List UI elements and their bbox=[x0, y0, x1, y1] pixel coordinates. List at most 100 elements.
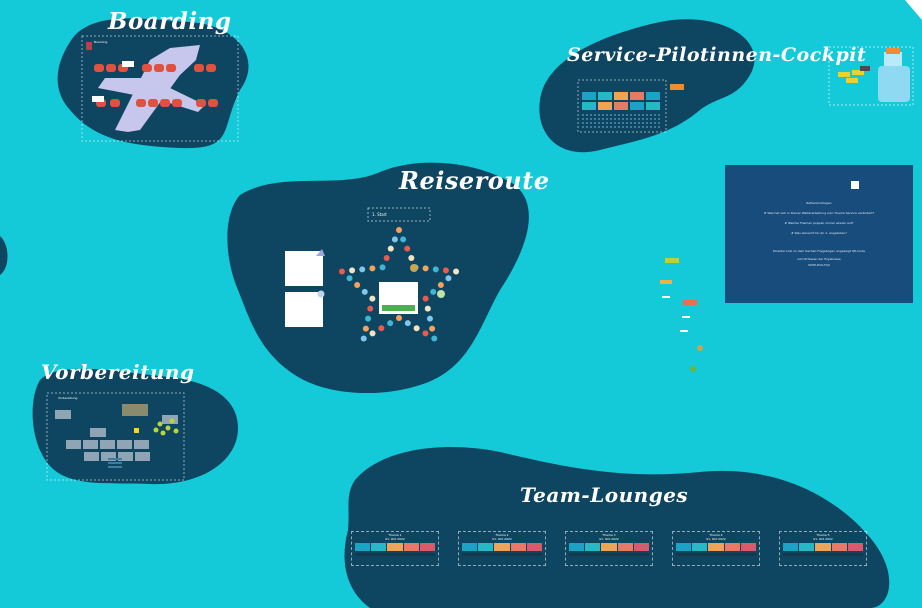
scatter-dot-2 bbox=[690, 366, 696, 372]
seat-icon bbox=[172, 99, 182, 107]
title-team-lounges: Team-Lounges bbox=[520, 483, 689, 507]
cockpit-dot bbox=[642, 122, 644, 124]
cockpit-dot bbox=[594, 118, 596, 120]
cockpit-dot bbox=[642, 126, 644, 128]
route-dot bbox=[437, 282, 444, 289]
route-dot bbox=[424, 305, 431, 312]
cockpit-dot bbox=[630, 118, 632, 120]
reflection-question-1: # Was hat sich in Deiner Weiterarbeitung… bbox=[763, 211, 875, 215]
boarding-label-box bbox=[122, 61, 134, 67]
route-dot bbox=[453, 268, 460, 275]
route-dot bbox=[354, 282, 361, 289]
leaf-icon bbox=[157, 421, 163, 427]
route-dot bbox=[422, 330, 429, 337]
cockpit-dot bbox=[650, 118, 652, 120]
seat-icon bbox=[196, 99, 206, 107]
reflection-question-3: # Was wünscht Du dir 1. angeboten? bbox=[791, 231, 847, 235]
cockpit-cell bbox=[614, 102, 628, 110]
cockpit-dot bbox=[590, 122, 592, 124]
seat-rows bbox=[94, 64, 218, 107]
route-badge bbox=[437, 290, 445, 298]
leaf-icon bbox=[160, 430, 166, 436]
island-left-edge bbox=[0, 236, 8, 275]
reflection-results-text: zum Erfassen der Ergebnisse bbox=[797, 257, 841, 261]
route-dot bbox=[349, 267, 356, 274]
seat-icon bbox=[194, 64, 204, 72]
bottle-sticker-1 bbox=[838, 72, 850, 77]
cockpit-dot bbox=[590, 118, 592, 120]
scatter-sticker-6 bbox=[682, 316, 690, 318]
reflection-panel[interactable]: Reflexionsfragen # Was hat sich in Deine… bbox=[725, 165, 913, 303]
scatter-sticker-5 bbox=[680, 330, 688, 332]
sticky-note-2 bbox=[285, 292, 323, 327]
cockpit-dot bbox=[634, 126, 636, 128]
cockpit-cell bbox=[598, 92, 612, 100]
route-dot bbox=[413, 325, 420, 332]
cockpit-dot bbox=[622, 122, 624, 124]
bottle-frame bbox=[828, 46, 914, 106]
prep-cell bbox=[101, 452, 116, 461]
cockpit-dot bbox=[582, 122, 584, 124]
prep-cell bbox=[135, 452, 150, 461]
prep-line bbox=[108, 462, 122, 464]
route-dot bbox=[426, 315, 433, 322]
bottle-sticker-2 bbox=[852, 70, 864, 75]
cockpit-dot bbox=[646, 114, 648, 116]
island-vorbereitung bbox=[32, 368, 238, 485]
seat-icon bbox=[166, 64, 176, 72]
title-vorbereitung: Vorbereitung bbox=[41, 360, 195, 384]
prep-cell bbox=[134, 440, 149, 449]
pin-icon bbox=[316, 249, 325, 256]
route-dot bbox=[430, 288, 437, 295]
cockpit-dot bbox=[594, 114, 596, 116]
route-dot bbox=[396, 315, 402, 321]
cockpit-dot bbox=[654, 118, 656, 120]
cockpit-dot bbox=[602, 122, 604, 124]
qr-code-icon bbox=[851, 181, 859, 189]
route-dot bbox=[369, 330, 376, 337]
seat-icon bbox=[106, 64, 116, 72]
cockpit-dot bbox=[602, 126, 604, 128]
airplane-icon bbox=[98, 45, 205, 132]
title-cockpit: Service-Pilotinnen-Cockpit bbox=[567, 44, 867, 66]
prep-cell bbox=[117, 440, 132, 449]
cockpit-dot bbox=[638, 118, 640, 120]
route-dot bbox=[391, 236, 398, 243]
cockpit-dot bbox=[630, 126, 632, 128]
cockpit-dot bbox=[626, 126, 628, 128]
cockpit-dot bbox=[654, 114, 656, 116]
route-center-card-bar bbox=[382, 305, 415, 311]
cockpit-dot bbox=[610, 126, 612, 128]
route-dot bbox=[431, 335, 438, 342]
route-dot bbox=[369, 265, 376, 272]
seat-icon bbox=[136, 99, 146, 107]
seat-icon bbox=[110, 99, 120, 107]
prep-line bbox=[108, 458, 122, 460]
route-dot bbox=[378, 325, 385, 332]
cockpit-dot bbox=[622, 126, 624, 128]
cockpit-dot bbox=[586, 118, 588, 120]
cockpit-dot bbox=[610, 122, 612, 124]
cockpit-dot bbox=[610, 114, 612, 116]
cockpit-dot bbox=[630, 114, 632, 116]
leaf-icon bbox=[173, 428, 179, 434]
title-reiseroute: Reiseroute bbox=[399, 166, 550, 195]
reflection-heading: Reflexionsfragen bbox=[806, 201, 832, 205]
route-dot bbox=[369, 295, 376, 302]
cockpit-dot bbox=[610, 118, 612, 120]
cockpit-dot bbox=[634, 118, 636, 120]
cockpit-dot bbox=[650, 122, 652, 124]
prep-line bbox=[108, 466, 122, 468]
prep-cell bbox=[100, 440, 115, 449]
cockpit-dot bbox=[638, 126, 640, 128]
scatter-dot-1 bbox=[697, 345, 703, 351]
cockpit-dot bbox=[598, 122, 600, 124]
